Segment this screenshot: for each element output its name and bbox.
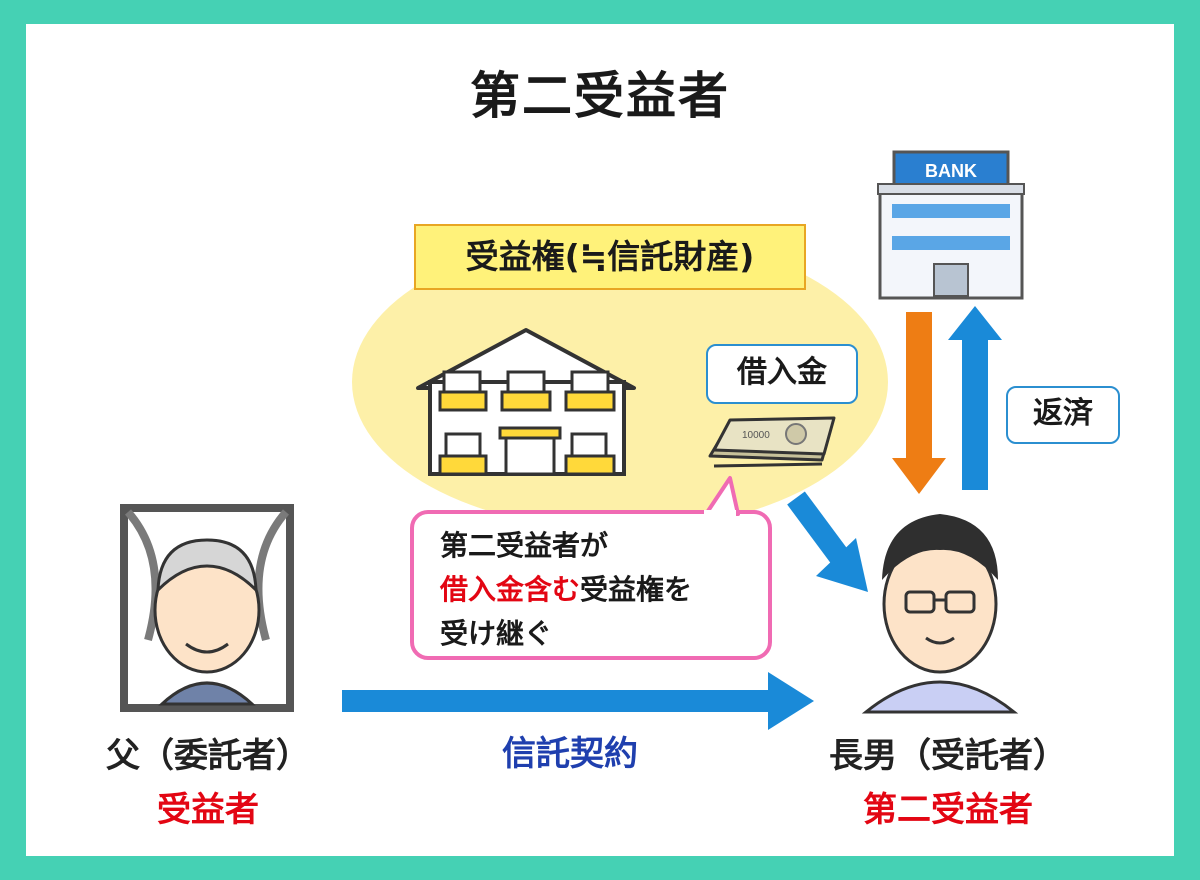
loan-label: 借入金 [706,344,858,404]
speech-bubble [410,476,772,660]
repay-up-arrow [948,306,1002,490]
banknote-stack-icon [708,416,836,468]
bubble-line3: 受け継ぐ [440,617,553,650]
bubble-line2-rest: 受益権を [580,573,693,606]
beneficial-rights-label: 受益権(≒信託財産) [414,224,806,290]
son-figure [861,514,1019,714]
father-role: 受益者 [157,790,259,830]
contract-label: 信託契約 [502,734,638,774]
bubble-line1: 第二受益者が [440,529,609,562]
banknote-label: 10000 [742,430,770,441]
page-title: 第二受益者 [470,67,730,125]
son-role: 第二受益者 [863,790,1033,830]
speech-bubble-text: 第二受益者が 借入金含む受益権を 受け継ぐ [440,524,770,656]
apartment-icon [416,328,636,476]
son-name: 長男（受託者） [829,736,1067,776]
repay-label: 返済 [1006,386,1120,444]
bank-icon [877,150,1025,300]
bubble-line2-emphasis: 借入金含む [440,573,581,606]
inheritance-arrow [787,491,868,592]
bank-sign: BANK [925,161,977,181]
father-portrait [120,504,294,712]
loan-down-arrow [892,312,946,494]
father-name: 父（委託者） [106,736,310,776]
bubble-line2: 借入金含む受益権を [440,568,770,612]
contract-arrow [342,672,814,730]
